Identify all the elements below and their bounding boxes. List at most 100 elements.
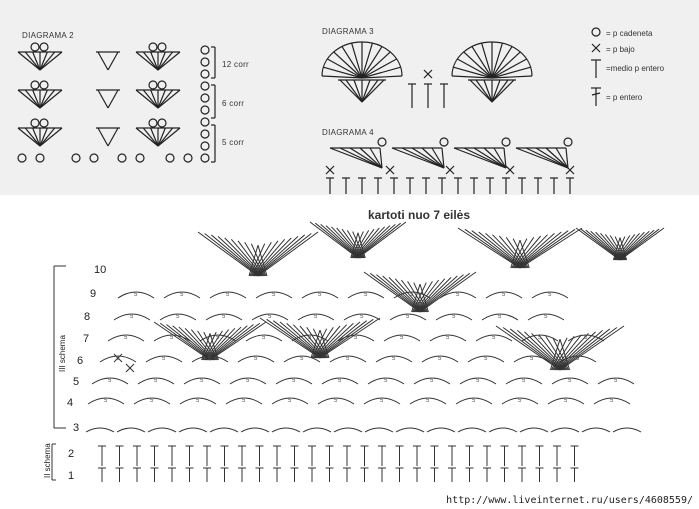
- chain-circle: [501, 137, 511, 147]
- d4-shell-stitch: [359, 147, 383, 169]
- fan-dc: [413, 282, 428, 313]
- shell-stitch: [39, 89, 63, 109]
- chain-loop: [429, 334, 467, 342]
- fan-stitch: [491, 75, 533, 79]
- fan-dc: [311, 328, 328, 359]
- fan-dc: [320, 224, 360, 259]
- loop-count: 5: [430, 378, 434, 384]
- diagram4-title: DIAGRAMA 4: [322, 128, 374, 137]
- loop-count: 5: [130, 314, 134, 320]
- v-stitch: [97, 51, 109, 71]
- repeat-title: kartoti nuo 7 eilės: [368, 208, 471, 222]
- shell-stitch: [135, 51, 159, 71]
- chain-loop: [485, 291, 523, 299]
- fan-stitch: [491, 46, 513, 79]
- chain-loop: [439, 291, 477, 299]
- chain-loop: [87, 397, 125, 405]
- fan-base: [491, 79, 515, 103]
- loop-count: 5: [492, 335, 496, 341]
- fan-base: [339, 79, 363, 103]
- chain-loop: [467, 355, 505, 363]
- loop-count: 5: [254, 356, 258, 362]
- loop-count: 5: [472, 398, 476, 404]
- chain-loop: [283, 355, 321, 363]
- fan-dc: [309, 221, 359, 259]
- fan-dc: [517, 230, 569, 269]
- fan-dc: [352, 231, 365, 259]
- shell-stitch: [17, 89, 41, 109]
- fan-dc: [251, 240, 279, 277]
- shell-stitch: [39, 89, 56, 109]
- diagram2-title: DIAGRAMA 2: [22, 31, 74, 40]
- fan-dc: [153, 321, 211, 361]
- fan-base: [361, 79, 385, 103]
- shell-stitch: [39, 51, 56, 71]
- row-number-2: 2: [68, 448, 75, 460]
- loop-count: 5: [452, 314, 456, 320]
- chain-loop: [383, 334, 421, 342]
- chain-loop: [531, 291, 569, 299]
- d4-shell-stitch: [431, 147, 445, 169]
- fan-dc: [559, 325, 625, 371]
- chain-loop: [133, 397, 171, 405]
- fan-dc: [614, 236, 627, 261]
- fan-dc: [416, 275, 458, 313]
- fan-dc: [318, 318, 374, 359]
- shell-stitch: [39, 127, 56, 147]
- fan-dc: [350, 232, 359, 259]
- fan-dc: [514, 234, 548, 269]
- row3-chain-arc: [581, 427, 611, 433]
- fan-dc: [346, 230, 365, 259]
- fan-dc: [615, 233, 640, 261]
- fan-dc: [412, 282, 427, 313]
- fan-dc: [315, 222, 360, 259]
- d4-shell-stitch: [421, 147, 445, 169]
- fan-dc: [190, 329, 216, 361]
- row3-chain-arc: [116, 427, 146, 433]
- chain-loop: [455, 397, 493, 405]
- chain-loop: [275, 377, 313, 385]
- top-diagram-panel: [0, 0, 699, 195]
- fan-dc: [259, 317, 321, 359]
- chain-circle: [200, 153, 210, 163]
- chain-circle: [39, 42, 49, 52]
- fan-dc: [595, 231, 624, 261]
- legend-double: = p entero: [606, 93, 643, 102]
- shell-stitch: [24, 51, 41, 71]
- loop-count: 5: [162, 356, 166, 362]
- v-stitch: [107, 127, 119, 147]
- fan-dc: [509, 328, 563, 371]
- chain-loop: [251, 313, 289, 321]
- shell-stitch: [157, 51, 181, 71]
- chain-loop: [435, 313, 473, 321]
- row3-chain-arc: [178, 427, 208, 433]
- fan-dc: [471, 230, 523, 269]
- shell-stitch: [157, 89, 181, 109]
- chain-circle: [200, 117, 210, 127]
- chain-circle: [200, 129, 210, 139]
- v-stitch: [97, 89, 109, 109]
- fan-dc: [316, 321, 361, 359]
- chain-loop: [347, 291, 385, 299]
- loop-count: 5: [392, 356, 396, 362]
- loop-count: 5: [116, 356, 120, 362]
- chain-circle: [200, 57, 210, 67]
- fan-dc: [357, 221, 407, 259]
- fan-dc: [558, 327, 618, 371]
- d4-shell-stitch: [493, 147, 507, 169]
- fan-dc: [411, 283, 421, 313]
- row-number-10: 10: [94, 264, 107, 276]
- double-t-icon: [591, 92, 601, 96]
- chain-loop: [205, 313, 243, 321]
- d4-shell-stitch: [329, 147, 383, 169]
- loop-count: 5: [360, 314, 364, 320]
- chain-loop: [597, 377, 635, 385]
- fan-dc: [313, 325, 341, 359]
- chain-circle: [183, 153, 193, 163]
- x-stitch: [445, 165, 455, 175]
- fan-dc: [557, 328, 611, 371]
- circle-icon: [591, 27, 601, 37]
- legend-chain: = p cadeneta: [606, 29, 653, 38]
- shell-stitch: [39, 51, 48, 71]
- fan-dc: [353, 227, 380, 259]
